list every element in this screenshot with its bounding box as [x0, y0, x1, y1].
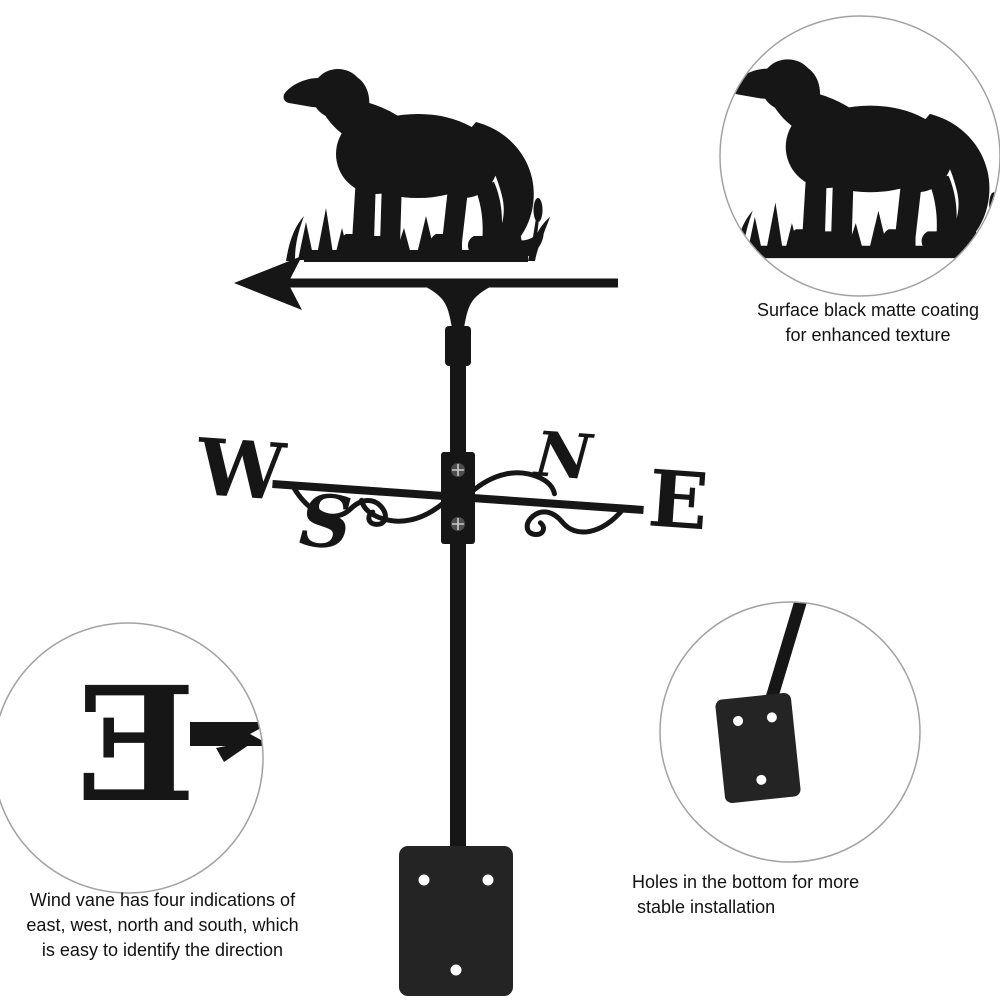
plate-hole-zoom [756, 774, 767, 785]
scrollwork-upper [467, 470, 557, 497]
callout-plate-detail [659, 601, 921, 863]
compass-hub [441, 452, 475, 544]
callout-circle-plate [659, 601, 921, 863]
letter-west: W [193, 422, 289, 519]
letter-arm-spur [216, 740, 256, 762]
mount-bracket [426, 287, 490, 328]
rod-sleeve [445, 326, 471, 366]
arrow-head-icon [234, 256, 302, 310]
plate-hole [482, 874, 494, 886]
letter-arm [190, 722, 263, 746]
letter-north: N [530, 417, 596, 494]
dog-silhouette [283, 69, 550, 262]
holes-caption: Holes in the bottom for more stable inst… [632, 872, 860, 917]
mounting-plate-zoom [715, 693, 801, 803]
compass-assembly: W E N S [193, 417, 711, 565]
arrow-shaft [288, 278, 618, 288]
letter-south: S [297, 477, 355, 565]
scrollwork-right [530, 506, 627, 535]
rod-zoom [764, 602, 807, 702]
letter-east: E [645, 453, 711, 548]
callout-letter-detail: E [0, 622, 264, 894]
mounting-plate [399, 846, 513, 996]
plate-hole-zoom [733, 715, 744, 726]
callout-coating [719, 15, 1000, 297]
scrollwork-left-curl [366, 504, 388, 527]
scrollwork-left [289, 482, 384, 519]
scrollwork-right-curl [524, 513, 546, 537]
letter-east-zoom: E [76, 653, 196, 838]
plate-hole [418, 874, 430, 886]
plate-hole-zoom [766, 712, 777, 723]
callout-circle-letter [0, 622, 264, 894]
vertical-rod [450, 330, 466, 852]
hub-screw-bottom [451, 517, 465, 531]
coating-caption: Surface black matte coating for enhanced… [756, 300, 980, 345]
scrollwork-lower [359, 497, 449, 524]
hub-screw-top [451, 463, 465, 477]
dog-silhouette-zoom [731, 59, 1000, 259]
weathervane: W E N S [193, 69, 711, 996]
directions-caption: Wind vane has four indications of east, … [26, 890, 299, 960]
plate-hole [450, 964, 462, 976]
callout-circle-coating [719, 15, 1000, 297]
